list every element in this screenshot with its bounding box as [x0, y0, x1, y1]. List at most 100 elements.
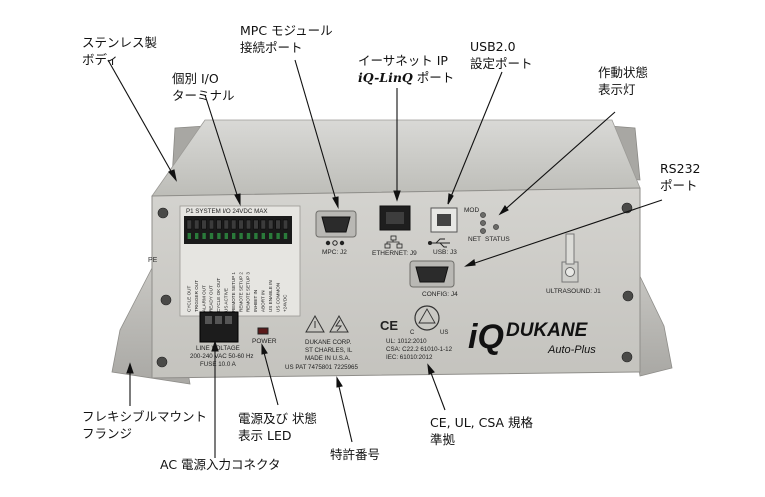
- ultrasound-connector-ring: [565, 267, 575, 277]
- mpc-connector[interactable]: [321, 216, 351, 233]
- callout-power-led-line-2: 表示 LED: [238, 428, 292, 443]
- io-pin-slot[interactable]: [201, 219, 207, 230]
- panel-screws: [156, 202, 634, 368]
- callout-stainless-body-line-1: ステンレス製: [82, 35, 158, 50]
- usb-icon: [427, 238, 450, 248]
- ethernet-port-socket: [386, 212, 404, 224]
- callout-flex-mount: フレキシブルマウント フランジ: [82, 408, 207, 442]
- status-label: STATUS: [485, 236, 510, 243]
- io-pin-release: [276, 233, 280, 239]
- company-line-2: ST CHARLES, IL: [305, 347, 353, 354]
- company-line-1: DUKANE CORP.: [305, 339, 352, 346]
- io-pin-label: REMOTE SETUP 1: [231, 272, 236, 312]
- company-line-3: MADE IN U.S.A.: [305, 355, 351, 362]
- callout-patent-line-1: 特許番号: [330, 447, 381, 462]
- io-pin-slot[interactable]: [275, 219, 281, 230]
- callout-individual-io: 個別 I/O ターミナル: [172, 70, 235, 104]
- ac-connector-screws: [205, 316, 232, 324]
- io-pin-label: READY OUT: [209, 285, 214, 312]
- io-pin-release: [224, 233, 228, 239]
- io-pin-slot[interactable]: [253, 219, 259, 230]
- ethernet-label: ETHERNET: J9: [372, 250, 417, 257]
- callout-stainless-body: ステンレス製 ボディ: [82, 34, 157, 68]
- voltage-range-label: 200-240 VAC 50-60 Hz: [190, 353, 254, 360]
- net-label: NET: [468, 236, 481, 243]
- mod-label: MOD: [464, 207, 479, 214]
- io-pin-slot[interactable]: [194, 219, 200, 230]
- callout-rs232-port-line-1: RS232: [660, 161, 701, 176]
- io-pin-slot[interactable]: [223, 219, 229, 230]
- io-pin-label: ABORT IN: [261, 290, 266, 312]
- io-pin-release: [283, 233, 288, 239]
- callout-status-lamp: 作動状態 表示灯: [598, 64, 648, 98]
- io-pin-slot[interactable]: [245, 219, 251, 230]
- io-pin-label: TRIGGER OUT: [194, 280, 199, 312]
- network-icon: [384, 235, 403, 249]
- csa-mark: [414, 305, 440, 331]
- callout-ethernet-ip: イーサネット IP iQ-LinQ ポート: [358, 52, 454, 86]
- callout-ethernet-ip-line-2: iQ-LinQ ポート: [358, 69, 454, 86]
- iq-linq-text: iQ-LinQ: [358, 70, 413, 85]
- io-pin-release: [239, 233, 243, 239]
- io-pin-slot[interactable]: [208, 219, 214, 230]
- warning-icons: [305, 314, 349, 333]
- io-pin-label: +24VDC: [283, 294, 288, 312]
- callout-patent: 特許番号: [330, 446, 380, 463]
- callout-usb-port: USB2.0 設定ポート: [470, 38, 533, 72]
- mpc-label: MPC: J2: [322, 249, 347, 256]
- callout-flex-mount-line-1: フレキシブルマウント: [82, 409, 208, 424]
- callout-flex-mount-line-2: フランジ: [82, 426, 133, 441]
- callout-rs232-port: RS232 ポート: [660, 160, 700, 194]
- callout-individual-io-line-1: 個別 I/O: [172, 71, 219, 86]
- callout-ethernet-ip-line-1: イーサネット IP: [358, 53, 448, 68]
- callout-cert: CE, UL, CSA 規格 準拠: [430, 414, 533, 448]
- callout-stainless-body-line-2: ボディ: [82, 52, 119, 67]
- io-pin-slot[interactable]: [238, 219, 244, 230]
- mpc-connector-symbol: [325, 240, 345, 246]
- standard-iec: IEC: 61010:2012: [386, 354, 433, 361]
- pe-label: PE: [148, 257, 158, 264]
- io-pin-release: [254, 233, 258, 239]
- csa-us-mark: US: [440, 330, 448, 336]
- io-pin-slot[interactable]: [216, 219, 222, 230]
- brand-auto-plus: Auto-Plus: [547, 344, 596, 356]
- ultrasound-connector[interactable]: [565, 233, 575, 265]
- io-pin-label: REMOTE SETUP 3: [246, 272, 251, 312]
- config-connector[interactable]: [415, 266, 449, 283]
- callout-usb-port-line-1: USB2.0: [470, 39, 516, 54]
- io-pin-slot[interactable]: [231, 219, 237, 230]
- callout-status-lamp-line-2: 表示灯: [598, 82, 636, 97]
- ultrasound-label: ULTRASOUND: J1: [546, 288, 601, 295]
- io-pin-slot[interactable]: [268, 219, 274, 230]
- callout-power-led-line-1: 電源及び 状態: [238, 411, 317, 426]
- callout-cert-line-2: 準拠: [430, 432, 456, 447]
- io-pin-label: CYCLE OK OUT: [216, 278, 221, 312]
- callout-mpc-port: MPC モジュール 接続ポート: [240, 22, 333, 56]
- io-pin-slots: [186, 219, 289, 239]
- io-pin-release: [195, 233, 199, 239]
- io-pin-slot[interactable]: [283, 219, 289, 230]
- io-pin-label: REMOTE SETUP 2: [238, 272, 243, 312]
- io-pin-slot[interactable]: [260, 219, 266, 230]
- callout-cert-line-1: CE, UL, CSA 規格: [430, 415, 534, 430]
- callout-power-led: 電源及び 状態 表示 LED: [238, 410, 317, 444]
- io-pin-label: CYCLE OUT: [187, 286, 192, 312]
- io-pin-slot[interactable]: [186, 219, 192, 230]
- io-pin-release: [202, 233, 206, 239]
- usb-port-socket: [437, 214, 451, 226]
- p1-header-text: P1 SYSTEM I/O 24VDC MAX: [186, 208, 268, 215]
- io-pin-label: US ACTIVE: [224, 288, 229, 312]
- io-pin-release: [269, 233, 273, 239]
- csa-c-mark: C: [410, 330, 415, 336]
- csa-mark-inner: [418, 308, 436, 324]
- io-pin-label: US COMMON: [275, 283, 280, 312]
- io-pin-label: US ENABLE IN: [268, 280, 273, 312]
- io-pin-label: INHIBIT IN: [253, 290, 258, 312]
- io-pin-release: [217, 233, 221, 239]
- config-label: CONFIG: J4: [422, 291, 458, 298]
- patent-number-text: US PAT 7475801 7225965: [285, 364, 358, 371]
- power-label: POWER: [252, 338, 277, 345]
- status-leds: [480, 212, 499, 234]
- fuse-label: FUSE 10.0 A: [200, 361, 237, 368]
